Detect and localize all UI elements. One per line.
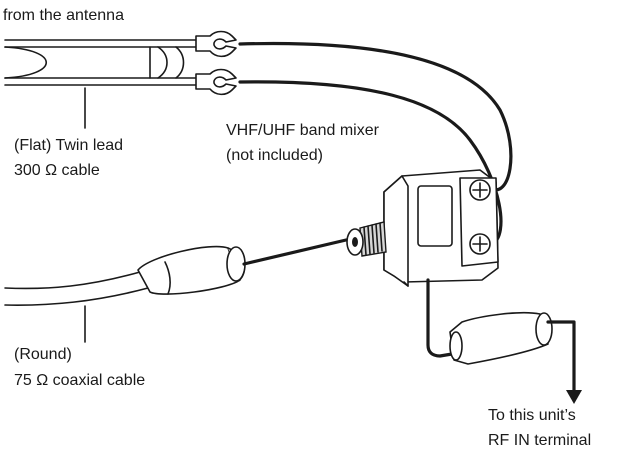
twin-lead-leads — [238, 41, 513, 246]
coax-label-line2: 75 Ω coaxial cable — [14, 372, 145, 389]
mixer-label-line1: VHF/UHF band mixer — [226, 122, 380, 139]
band-mixer — [383, 169, 499, 287]
twin-lead-label-line2: 300 Ω cable — [14, 162, 100, 179]
from-antenna-label: from the antenna — [3, 7, 124, 24]
twin-lead-label-line1: (Flat) Twin lead — [14, 137, 123, 154]
spade-lug-upper — [195, 30, 237, 58]
coaxial-cable — [4, 238, 348, 306]
twin-lead-cable — [4, 39, 201, 86]
rf-in-label-line1: To this unit’s — [488, 407, 576, 424]
mixer-label-line2: (not included) — [226, 147, 323, 164]
rf-in-label-line2: RF IN terminal — [488, 432, 591, 449]
mixer-f-connector — [346, 221, 387, 257]
spade-lug-lower — [195, 68, 237, 96]
output-lead — [426, 278, 553, 365]
coax-label-line1: (Round) — [14, 346, 72, 363]
rf-in-arrow — [546, 320, 582, 404]
